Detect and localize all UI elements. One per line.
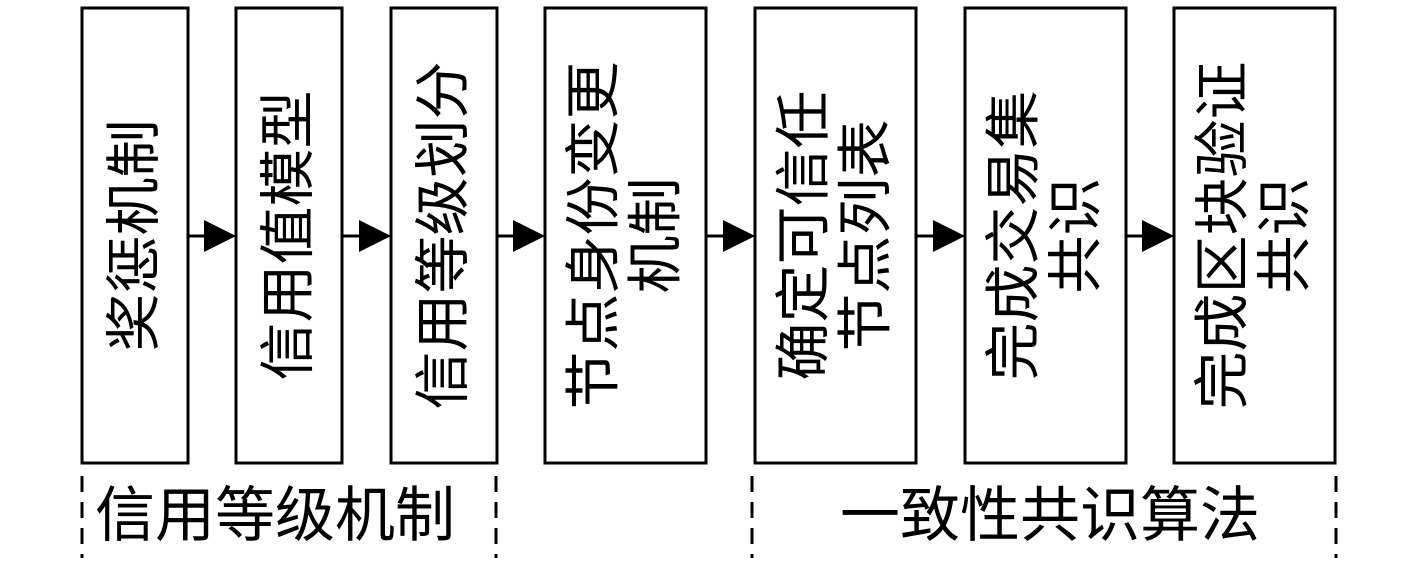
- step-box-label-line: 共识: [1044, 178, 1109, 294]
- step-box-label-line: 确定可信任: [772, 91, 837, 381]
- step-box-frame: [1172, 6, 1337, 465]
- step-box-label-line: 节点列表: [834, 120, 899, 352]
- flow-arrow-head: [1142, 220, 1174, 252]
- step-box-3: 信用等级划分: [389, 6, 499, 465]
- step-box-1: 奖惩机制: [80, 6, 190, 465]
- flow-arrow-head: [204, 220, 236, 252]
- step-box-label-line: 完成区块验证: [1191, 62, 1256, 410]
- flow-arrow-head: [513, 220, 545, 252]
- step-box-label-line: 共识: [1253, 178, 1318, 294]
- group-label-consensus-algorithm: 一致性共识算法: [840, 481, 1260, 551]
- step-box-label-line: 完成交易集: [982, 91, 1047, 381]
- step-box-2: 信用值模型: [234, 6, 344, 465]
- step-box-label-line: 奖惩机制: [103, 120, 168, 352]
- step-box-label-line: 节点身份变更: [562, 62, 627, 410]
- step-box-label-line: 信用等级划分: [412, 62, 477, 410]
- flow-arrow-head: [933, 220, 965, 252]
- flow-arrow-head: [723, 220, 755, 252]
- step-box-label-line: 机制: [624, 178, 689, 294]
- step-box-label-line: 信用值模型: [257, 91, 322, 381]
- flow-arrow-head: [359, 220, 391, 252]
- group-label-credit-level-mechanism: 信用等级机制: [95, 481, 455, 551]
